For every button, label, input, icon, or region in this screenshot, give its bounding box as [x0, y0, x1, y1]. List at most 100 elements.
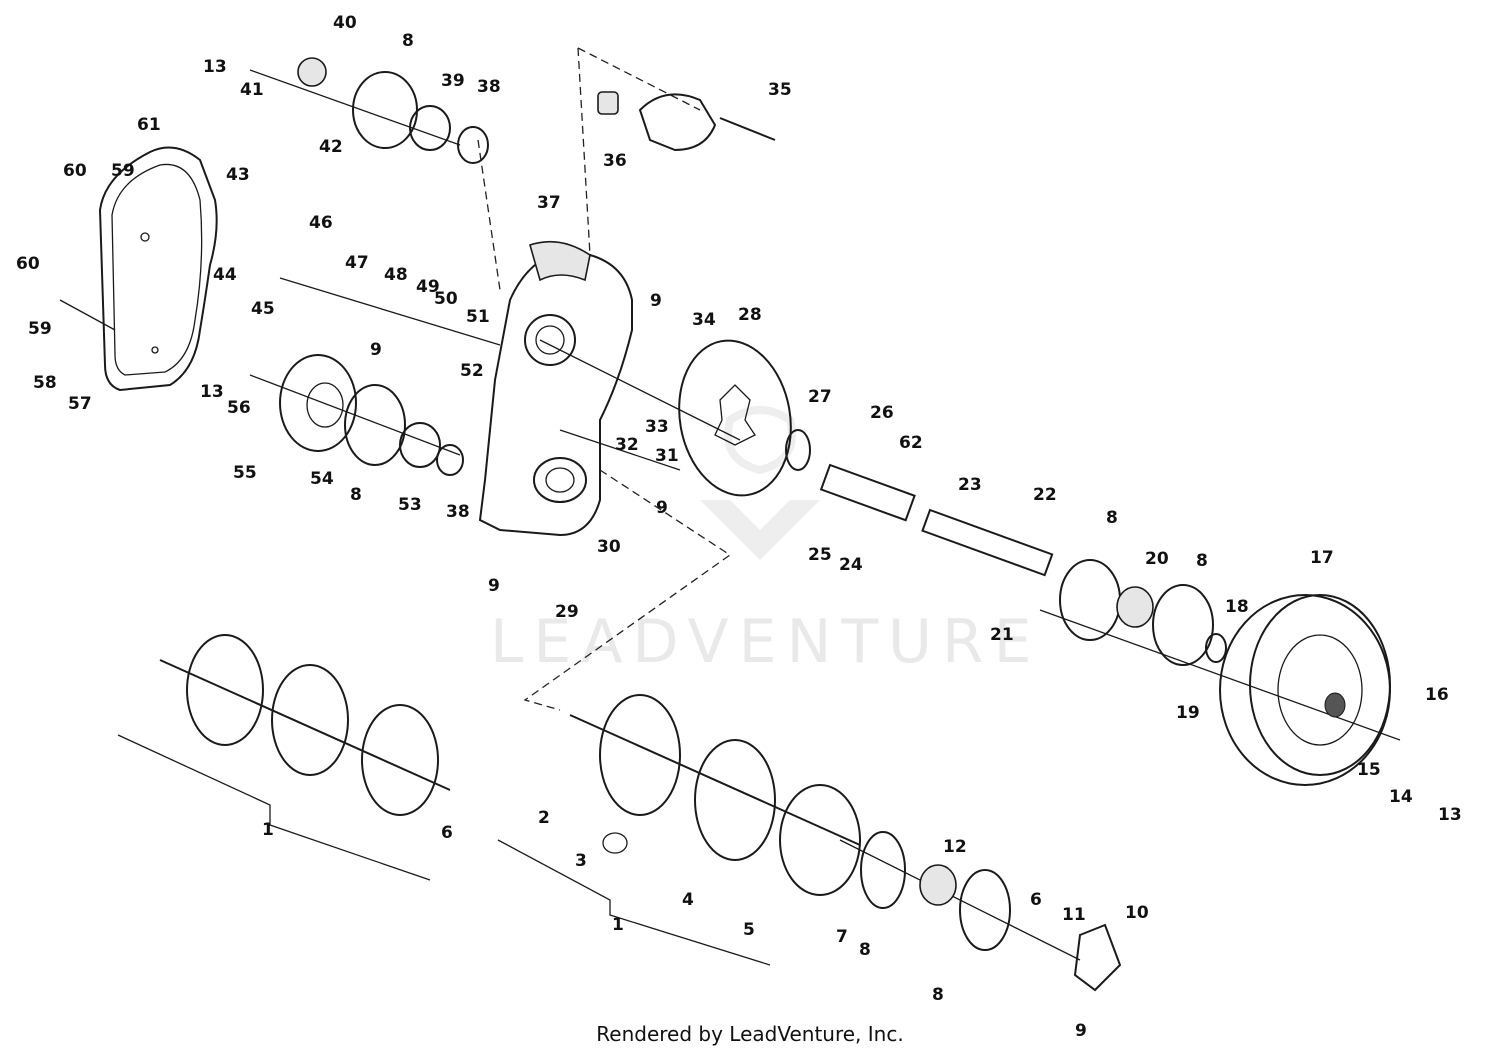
drive-sprocket	[279, 354, 357, 452]
chain-case-cover-rim	[111, 163, 203, 376]
callout-59: 59	[28, 319, 52, 339]
callout-58: 58	[33, 373, 57, 393]
callout-59: 59	[111, 161, 135, 181]
track-axle-left	[159, 659, 451, 791]
assembly-bracket-right	[497, 839, 771, 966]
bearing-flange-8b	[1152, 584, 1214, 666]
mounting-bracket	[638, 93, 717, 152]
bolt-35	[719, 117, 776, 141]
bushing-36	[597, 91, 619, 115]
drive-sprocket-right-2	[694, 739, 776, 861]
callout-32: 32	[615, 435, 639, 455]
callout-40: 40	[333, 13, 357, 33]
sprocket-hub	[306, 382, 344, 428]
callout-31: 31	[655, 446, 679, 466]
callout-35: 35	[768, 80, 792, 100]
leader-line	[559, 429, 681, 471]
callout-46: 46	[309, 213, 333, 233]
callout-61: 61	[137, 115, 161, 135]
housing-bore-lower	[533, 457, 587, 503]
callout-43: 43	[226, 165, 250, 185]
leader-line	[477, 139, 501, 291]
callout-57: 57	[68, 394, 92, 414]
callout-22: 22	[1033, 485, 1057, 505]
callout-8: 8	[402, 31, 414, 51]
bearing-flange-8d	[959, 869, 1011, 951]
callout-60: 60	[63, 161, 87, 181]
callout-11: 11	[1062, 905, 1086, 925]
housing-bore-upper	[524, 314, 576, 366]
callout-33: 33	[645, 417, 669, 437]
callout-8: 8	[1196, 551, 1208, 571]
callout-13: 13	[1438, 805, 1462, 825]
callout-12: 12	[943, 837, 967, 857]
callout-26: 26	[870, 403, 894, 423]
callout-55: 55	[233, 463, 257, 483]
part-callouts: 1 1 2 3 4 5 6 6 7 8 8 8 8 8 8 9 9 9 9 9 …	[16, 13, 1462, 1041]
leader-line	[249, 69, 461, 146]
o-ring-38b	[436, 444, 464, 476]
callout-45: 45	[251, 299, 275, 319]
callout-13: 13	[200, 382, 224, 402]
drive-sprocket-right-1	[599, 694, 681, 816]
callout-19: 19	[1176, 703, 1200, 723]
callout-13: 13	[203, 57, 227, 77]
callout-27: 27	[808, 387, 832, 407]
callout-17: 17	[1310, 548, 1334, 568]
housing-boss	[529, 240, 591, 282]
callout-16: 16	[1425, 685, 1449, 705]
clamp-3	[602, 832, 628, 854]
footer-credit: Rendered by LeadVenture, Inc.	[596, 1022, 904, 1046]
leader-line	[59, 299, 116, 331]
leader-line	[539, 339, 741, 441]
callout-28: 28	[738, 305, 762, 325]
bearing-39	[409, 105, 451, 151]
sprocket-40	[297, 57, 327, 87]
leader-line	[577, 47, 701, 111]
pulley-hub	[1277, 634, 1363, 746]
o-ring-38	[457, 126, 489, 164]
callout-53: 53	[398, 495, 422, 515]
callout-9: 9	[656, 498, 668, 518]
callout-9: 9	[370, 340, 382, 360]
leader-line	[279, 277, 501, 346]
bearing-53	[399, 422, 441, 468]
cover-bolt-hole	[140, 232, 150, 242]
callout-14: 14	[1389, 787, 1413, 807]
callout-29: 29	[555, 602, 579, 622]
drive-sprocket-left-3	[361, 704, 439, 816]
callout-23: 23	[958, 475, 982, 495]
callout-38: 38	[446, 502, 470, 522]
shaft-23	[921, 508, 1054, 577]
leader-line	[523, 469, 732, 711]
drive-sprocket-left-2	[271, 664, 349, 776]
callout-54: 54	[310, 469, 334, 489]
callout-36: 36	[603, 151, 627, 171]
driven-pulley-face	[1249, 594, 1391, 776]
callout-50: 50	[434, 289, 458, 309]
bearing-12	[919, 864, 957, 906]
end-plate-5	[779, 784, 861, 896]
shaft	[819, 463, 916, 522]
callout-9: 9	[650, 291, 662, 311]
callout-47: 47	[345, 253, 369, 273]
callout-39: 39	[441, 71, 465, 91]
callout-20: 20	[1145, 549, 1169, 569]
callout-3: 3	[575, 851, 587, 871]
callout-44: 44	[213, 265, 237, 285]
seal-18	[1205, 633, 1227, 663]
callout-49: 49	[416, 277, 440, 297]
housing-bore-inner	[545, 467, 575, 493]
brake-disc	[678, 339, 792, 497]
callout-51: 51	[466, 307, 490, 327]
driven-pulley	[1219, 594, 1391, 786]
bearing-flange-lower	[344, 384, 406, 466]
track-axle-right	[569, 714, 861, 846]
callout-48: 48	[384, 265, 408, 285]
callout-8: 8	[932, 985, 944, 1005]
watermark-text: LEADVENTURE	[490, 607, 1042, 677]
callout-8: 8	[1106, 508, 1118, 528]
callout-5: 5	[743, 920, 755, 940]
callout-52: 52	[460, 361, 484, 381]
